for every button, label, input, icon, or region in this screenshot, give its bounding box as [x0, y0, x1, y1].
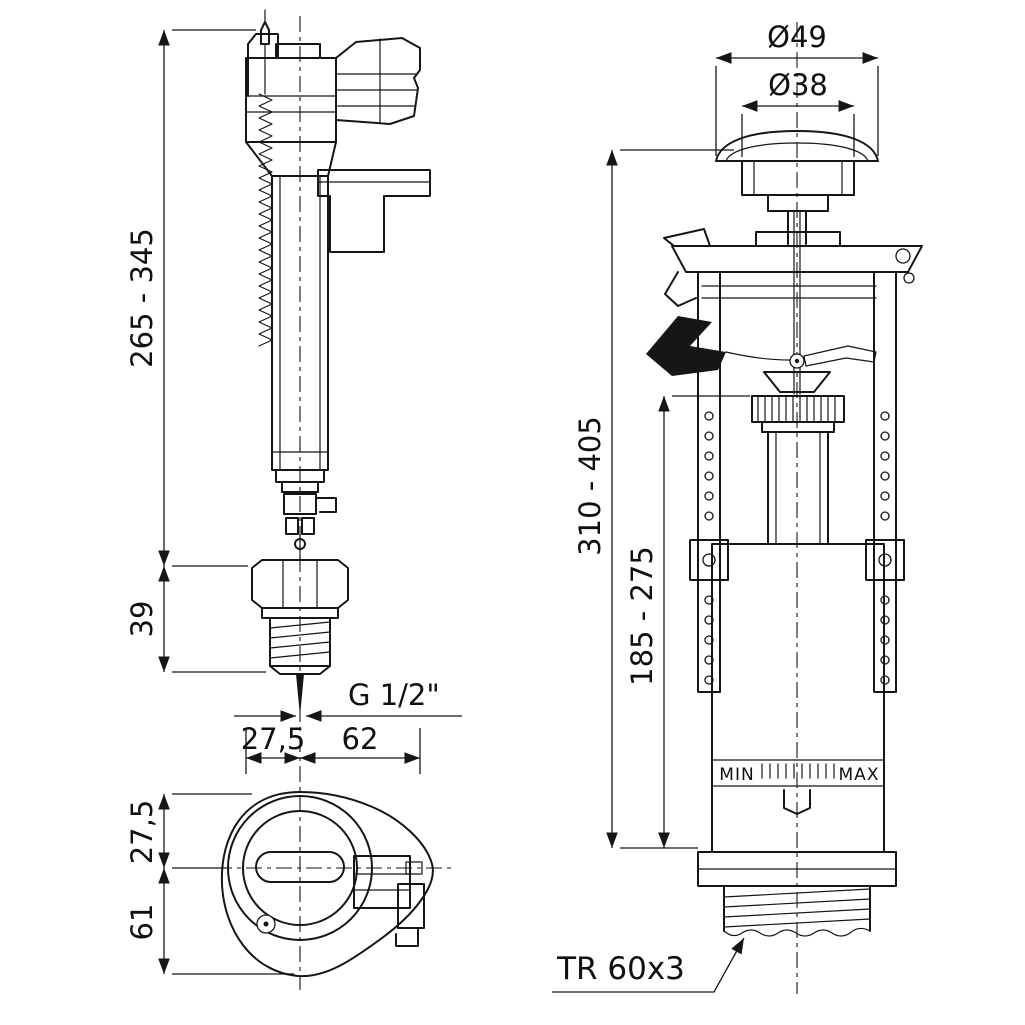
fill-valve-bottom-dimensions: 27,5 61	[125, 793, 294, 975]
release-lever	[646, 316, 726, 376]
overflow-tube	[767, 431, 829, 545]
float-pin	[260, 21, 270, 45]
needle-tip	[296, 674, 304, 716]
dim-fill-overall-height: 265 - 345	[125, 228, 159, 368]
inlet-elbow	[247, 33, 279, 97]
hex-nut	[251, 559, 349, 609]
fill-valve-bottom-view	[216, 791, 452, 978]
bottom-view-slot	[255, 851, 345, 883]
fill-valve-dimensions: 265 - 345 39 G 1/2" 27,5 62	[125, 29, 462, 774]
float-chamber	[335, 37, 421, 125]
lower-mechanism	[283, 493, 337, 561]
top-plate	[671, 245, 923, 273]
dim-fill-body-width: 62	[342, 722, 379, 756]
dim-button-inner-diameter: Ø38	[768, 68, 828, 102]
label-outlet-thread: TR 60x3	[556, 951, 685, 987]
dim-fill-offset-width: 27,5	[241, 722, 306, 756]
scale-clip	[783, 789, 811, 815]
dim-flush-tube-height: 185 - 275	[625, 546, 659, 686]
push-rod	[787, 210, 807, 245]
min-max-scale: MIN MAX	[711, 759, 885, 787]
push-button	[715, 130, 879, 212]
dim-fill-bottom-length: 61	[125, 904, 159, 941]
label-scale-min: MIN	[719, 765, 754, 785]
release-lever-mechanism	[646, 316, 877, 393]
fill-valve-side-view	[245, 9, 431, 716]
flush-valve-front-view: MIN MAX	[646, 130, 923, 937]
dim-fill-shank-length: 39	[125, 601, 159, 638]
label-inlet-thread: G 1/2"	[348, 678, 440, 712]
flush-valve-dimensions: Ø49 Ø38 310 - 405 185 - 275 TR 60x3	[552, 20, 879, 993]
dim-fill-top-offset: 27,5	[125, 800, 159, 865]
adjustment-cap	[751, 395, 845, 423]
mounting-rail-left	[689, 271, 729, 693]
outlet-thread	[723, 885, 871, 937]
dim-flush-overall-height: 310 - 405	[573, 416, 607, 556]
bottom-view-side-unit	[353, 855, 425, 947]
valve-cylinder	[711, 543, 885, 853]
label-scale-max: MAX	[839, 765, 880, 785]
mounting-bracket	[317, 169, 431, 253]
bottom-view-outline	[220, 791, 434, 978]
adjustment-spring	[258, 93, 273, 347]
dim-button-outer-diameter: Ø49	[767, 20, 827, 54]
